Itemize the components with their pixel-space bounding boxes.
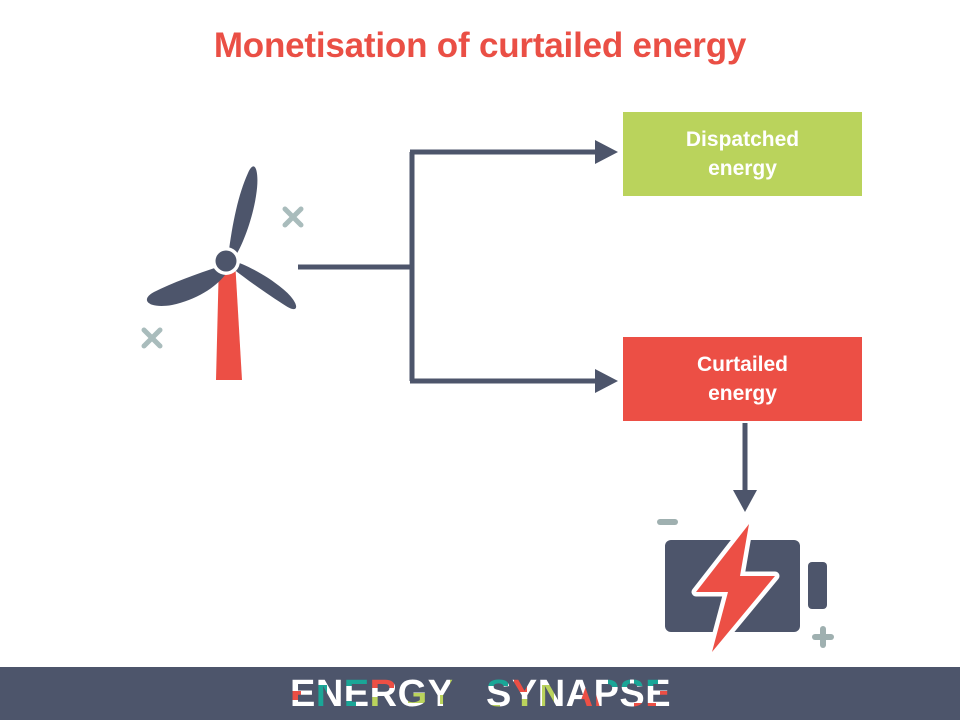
brand-logo-wordmark: ENERGY SYNAPSE xyxy=(290,672,670,715)
battery-plus-sign xyxy=(812,626,834,648)
node-curtailed-energy[interactable]: Curtailed energy xyxy=(623,337,862,421)
node-dispatched-line2: energy xyxy=(708,157,777,180)
battery-minus-sign xyxy=(657,519,678,525)
x-mark-icon-upper xyxy=(282,206,304,228)
node-dispatched-energy[interactable]: Dispatched energy xyxy=(623,112,862,196)
node-curtailed-label: Curtailed energy xyxy=(633,350,852,408)
brand-word-energy xyxy=(290,672,454,715)
node-dispatched-label: Dispatched energy xyxy=(633,125,852,183)
arrowhead-dispatched xyxy=(595,140,618,164)
turbine-hub xyxy=(215,250,237,272)
turbine-blade-right xyxy=(232,261,297,310)
node-curtailed-line1: Curtailed xyxy=(696,353,788,376)
connector-group xyxy=(298,149,748,493)
battery-terminal xyxy=(808,562,827,609)
node-dispatched-line1: Dispatched xyxy=(685,128,800,151)
arrowhead-battery xyxy=(733,490,757,512)
wind-turbine-icon xyxy=(146,166,297,380)
turbine-tower xyxy=(216,260,242,380)
page-title: Monetisation of curtailed energy xyxy=(213,26,747,65)
turbine-blade-left xyxy=(146,266,225,306)
footer-bar xyxy=(0,667,960,720)
brand-logo: ENERGY SYNAPSE xyxy=(0,671,960,716)
arrowhead-curtailed xyxy=(595,369,618,393)
battery-bolt-icon xyxy=(657,519,834,657)
turbine-blade-upper xyxy=(228,166,258,260)
x-mark-icon-lower xyxy=(141,327,163,349)
brand-word-synapse xyxy=(486,672,670,715)
lightning-bolt xyxy=(696,524,775,652)
node-curtailed-line2: energy xyxy=(708,382,777,405)
